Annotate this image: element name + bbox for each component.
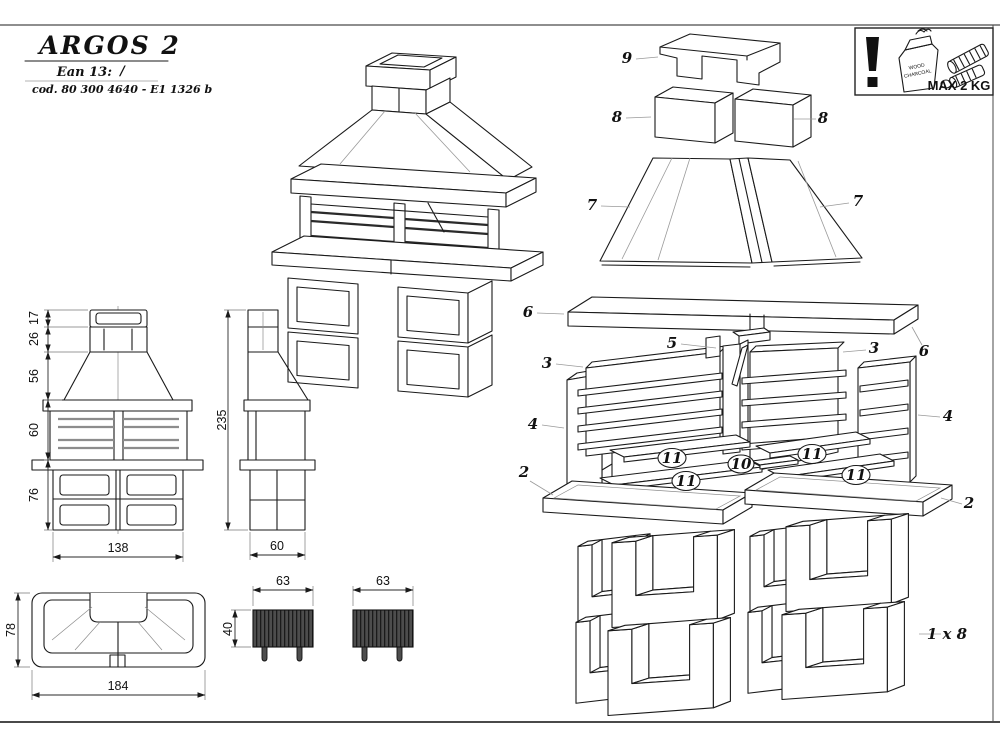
front-view: 17 26 56 60 76 138 — [27, 306, 204, 562]
part-6-shelf — [567, 296, 919, 335]
dim-hood-height: 56 — [27, 369, 41, 383]
part-label-10: 10 — [727, 454, 755, 474]
bag-label-line1: WOOD — [908, 62, 925, 71]
dim-firebox-height: 60 — [27, 423, 41, 437]
part-label-1-qty: 1 x 8 — [927, 625, 968, 643]
part-3-left-panel — [577, 345, 727, 457]
title-block: ARGOS 2 Ean 13: / cod. 80 300 4640 - E1 … — [24, 31, 212, 96]
grate-left — [252, 609, 314, 662]
part-label-11-d: 11 — [841, 464, 871, 486]
dim-cap-height: 17 — [27, 311, 41, 325]
grate-views: 63 63 40 — [221, 574, 414, 662]
exclamation-icon — [866, 37, 879, 87]
front-view-dimensions: 17 26 56 60 76 138 — [27, 309, 184, 562]
part-7-hood — [599, 157, 863, 268]
dim-total-height: 235 — [215, 410, 229, 431]
svg-text:11: 11 — [662, 449, 683, 467]
side-view-dimensions: 235 60 — [215, 309, 306, 560]
front-grill-rails — [58, 417, 179, 450]
max-load-label: MAX 2 KG — [928, 78, 991, 93]
part-label-4-left: 4 — [528, 415, 538, 433]
svg-text:11: 11 — [802, 445, 823, 463]
part-1-legs — [575, 512, 910, 717]
part-label-6-left: 6 — [523, 303, 534, 321]
svg-text:11: 11 — [846, 466, 867, 484]
plan-view-dimensions: 78 184 — [4, 592, 206, 700]
part-label-8-left: 8 — [612, 108, 623, 126]
dim-plan-width: 184 — [108, 679, 129, 693]
safety-notice-box: WOOD CHARCOAL MAX 2 KG — [854, 27, 994, 96]
dim-front-width: 138 — [108, 541, 129, 555]
leader-lines — [529, 56, 963, 635]
part-8-left-box — [654, 86, 734, 144]
charcoal-bag-icon: WOOD CHARCOAL — [898, 28, 939, 93]
part-label-11-a: 11 — [657, 447, 687, 469]
sheet-border — [0, 24, 1000, 723]
part-8-right-box — [734, 88, 812, 148]
dim-grate-height: 40 — [221, 622, 235, 636]
plan-view: 78 184 — [4, 592, 206, 700]
exploded-view: 9 8 8 7 7 6 6 5 3 3 4 4 2 2 11 11 11 11 — [518, 33, 974, 717]
part-label-7-left: 7 — [587, 196, 598, 214]
part-label-3-right: 3 — [869, 339, 879, 357]
ean-value: / — [118, 64, 126, 79]
wood-logs-icon — [940, 43, 989, 89]
dim-grate-left-width: 63 — [276, 574, 290, 588]
part-label-11-b: 11 — [797, 443, 827, 465]
part-4-right-panel — [857, 355, 917, 489]
part-label-8-right: 8 — [818, 109, 829, 127]
dim-plan-depth: 78 — [4, 623, 18, 637]
dim-chimney-height: 26 — [27, 332, 41, 346]
ean-label: Ean 13: — [56, 65, 112, 80]
part-label-9: 9 — [622, 49, 633, 67]
grate-right — [352, 609, 414, 662]
svg-text:11: 11 — [676, 472, 697, 490]
part-label-7-right: 7 — [853, 192, 864, 210]
part-2-right-slab — [744, 472, 953, 517]
part-label-2-right: 2 — [963, 494, 974, 512]
part-label-4-right: 4 — [943, 407, 953, 425]
part-10-plate — [751, 455, 799, 470]
part-2-left-slab — [542, 480, 753, 525]
side-view: 235 60 — [215, 309, 316, 560]
dim-side-depth: 60 — [270, 539, 284, 553]
part-label-2-left: 2 — [518, 463, 529, 481]
grate-dimensions: 63 63 40 — [221, 574, 414, 648]
assembled-view — [271, 52, 544, 398]
part-label-11-c: 11 — [671, 470, 701, 492]
dim-base-height: 76 — [27, 488, 41, 502]
svg-text:10: 10 — [731, 455, 752, 473]
part-9-cap — [659, 33, 781, 86]
dim-grate-right-width: 63 — [376, 574, 390, 588]
product-code: cod. 80 300 4640 - E1 1326 b — [32, 83, 212, 96]
part-label-5: 5 — [667, 334, 677, 352]
part-label-6-right: 6 — [919, 342, 930, 360]
part-label-3-left: 3 — [542, 354, 552, 372]
page-title: ARGOS 2 — [37, 31, 180, 60]
bag-label-line2: CHARCOAL — [904, 68, 933, 80]
